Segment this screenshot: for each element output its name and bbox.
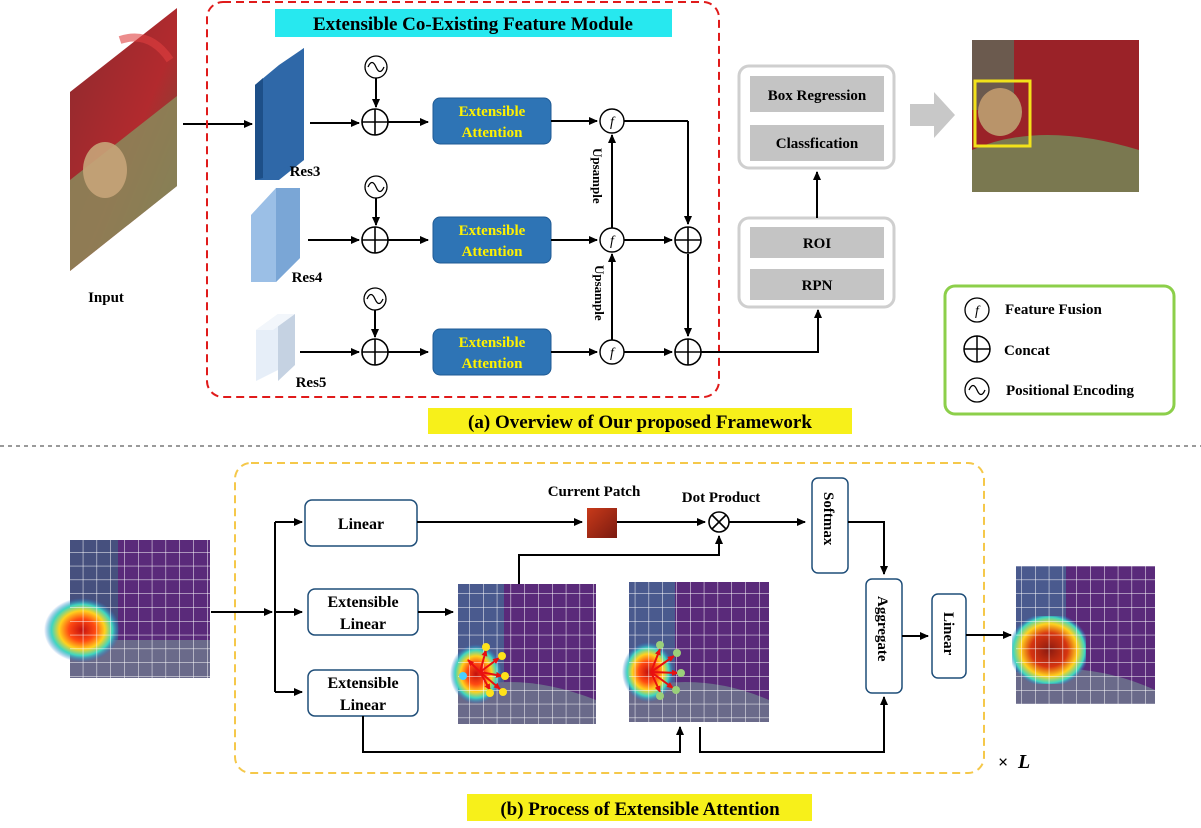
svg-text:Extensible: Extensible (459, 335, 526, 351)
extensible-attention-3: Extensible Attention (432, 328, 552, 376)
svg-text:Attention: Attention (462, 356, 523, 372)
feature-fusion-3: f (599, 339, 625, 365)
svg-text:Extensible: Extensible (327, 675, 398, 692)
output-image (972, 40, 1139, 192)
res4-block (251, 188, 300, 282)
row-res4 (308, 175, 429, 254)
caption-b-bg (467, 794, 812, 821)
upsample-label: Upsample (592, 265, 607, 321)
svg-text:Linear: Linear (338, 516, 384, 533)
input-label: Input (88, 290, 124, 306)
feature-fusion-2: f (599, 227, 625, 253)
svg-text:f: f (610, 346, 616, 361)
res4-label: Res4 (292, 270, 323, 286)
dot-product-icon (708, 511, 730, 533)
feature-fusion-1: f (599, 108, 625, 134)
upsample-label: Upsample (590, 148, 605, 204)
res3-label: Res3 (290, 164, 321, 180)
svg-text:Extensible: Extensible (459, 104, 526, 120)
output-feature-map (1012, 566, 1155, 704)
svg-text:f: f (975, 304, 981, 319)
value-feature-map (622, 582, 769, 722)
legend: f Feature Fusion Concat Positional Encod… (943, 284, 1176, 416)
rpn-label: RPN (802, 278, 833, 294)
caption-b: (b) Process of Extensible Attention (500, 799, 780, 820)
svg-text:Linear: Linear (340, 697, 386, 714)
row-res5 (300, 287, 429, 366)
repeat-times: × (998, 752, 1008, 772)
svg-text:Extensible: Extensible (459, 223, 526, 239)
svg-text:Aggregate: Aggregate (874, 596, 890, 662)
extensible-attention-1: Extensible Attention (432, 97, 552, 145)
svg-text:Linear: Linear (340, 616, 386, 633)
detection-head-box: Box Regression Classfication (737, 64, 896, 170)
caption-a: (a) Overview of Our proposed Framework (468, 412, 812, 433)
roi-rpn-box: ROI RPN (737, 216, 896, 309)
input-feature-map (44, 540, 210, 678)
svg-text:f: f (610, 234, 616, 249)
linear-output-box: Linear (931, 593, 967, 679)
aggregate-box: Aggregate (865, 578, 903, 694)
extensible-linear-key: Extensible Linear (307, 588, 419, 636)
output-arrow-icon (910, 92, 955, 138)
concat-node-3 (674, 338, 702, 366)
caption-a-bg (428, 408, 852, 434)
softmax-box: Softmax (811, 477, 849, 574)
extensible-linear-value: Extensible Linear (307, 669, 419, 717)
linear-query: Linear (304, 499, 418, 547)
svg-text:Linear: Linear (940, 612, 956, 656)
row-res3 (310, 55, 429, 136)
current-patch-label: Current Patch (548, 484, 641, 500)
res5-label: Res5 (296, 375, 327, 391)
classification-label: Classfication (776, 136, 859, 152)
box-regression-label: Box Regression (768, 88, 867, 104)
key-feature-map (450, 584, 596, 724)
current-patch (587, 508, 617, 538)
concat-node-2 (674, 226, 702, 254)
module-title-bg (275, 9, 672, 37)
svg-text:f: f (610, 115, 616, 130)
repeat-L: L (1017, 751, 1030, 773)
extensible-attention-2: Extensible Attention (432, 216, 552, 264)
input-image (70, 8, 177, 271)
legend-concat-label: Concat (1004, 343, 1050, 359)
legend-fusion-label: Feature Fusion (1005, 302, 1102, 318)
svg-text:Attention: Attention (462, 125, 523, 141)
svg-text:Attention: Attention (462, 244, 523, 260)
process-box (234, 462, 985, 774)
legend-pe-label: Positional Encoding (1006, 383, 1134, 399)
svg-text:Softmax: Softmax (820, 492, 836, 546)
res5-block (256, 314, 295, 381)
res3-block (255, 48, 304, 180)
module-box (206, 1, 720, 398)
feature-fusion-icon (964, 297, 990, 323)
svg-text:Extensible: Extensible (327, 594, 398, 611)
dot-product-label: Dot Product (682, 490, 760, 506)
roi-label: ROI (803, 236, 832, 252)
module-title: Extensible Co-Existing Feature Module (313, 14, 633, 35)
